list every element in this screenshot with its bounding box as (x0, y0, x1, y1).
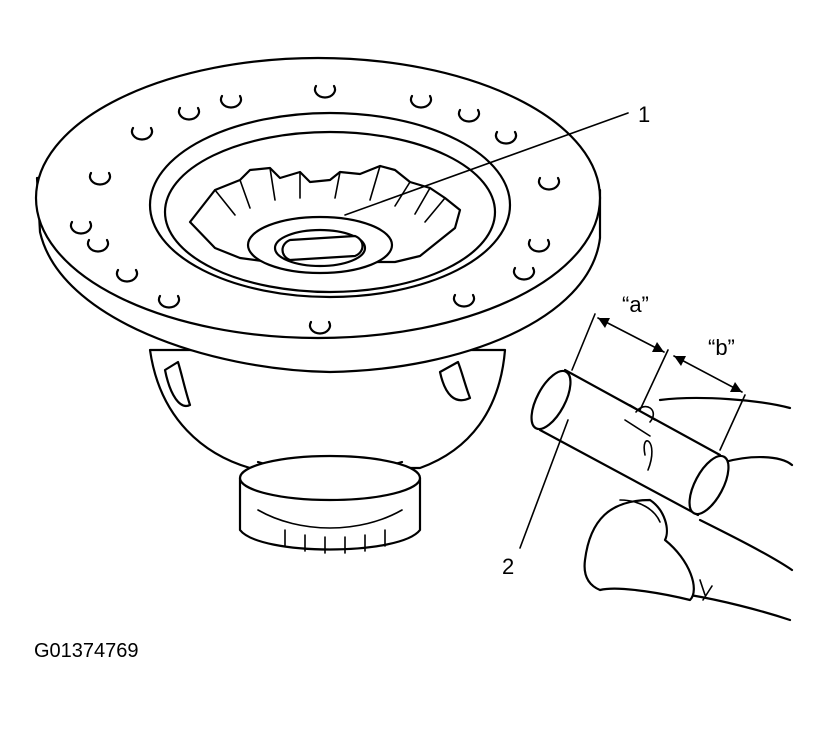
dimension-b-label: “b” (708, 335, 735, 360)
leader-line-2 (519, 419, 569, 549)
dimension-lines (571, 313, 746, 451)
bolt-holes (69, 84, 561, 335)
dimension-a-label: “a” (622, 292, 649, 317)
differential-case (148, 348, 507, 554)
callout-1: 1 (638, 102, 650, 127)
shaft-in-hand (530, 368, 794, 622)
side-gears (188, 164, 462, 275)
leader-line-1 (344, 112, 629, 216)
figure-code: G01374769 (34, 640, 139, 662)
callout-2: 2 (502, 554, 514, 579)
ring-gear-flange (34, 56, 602, 374)
